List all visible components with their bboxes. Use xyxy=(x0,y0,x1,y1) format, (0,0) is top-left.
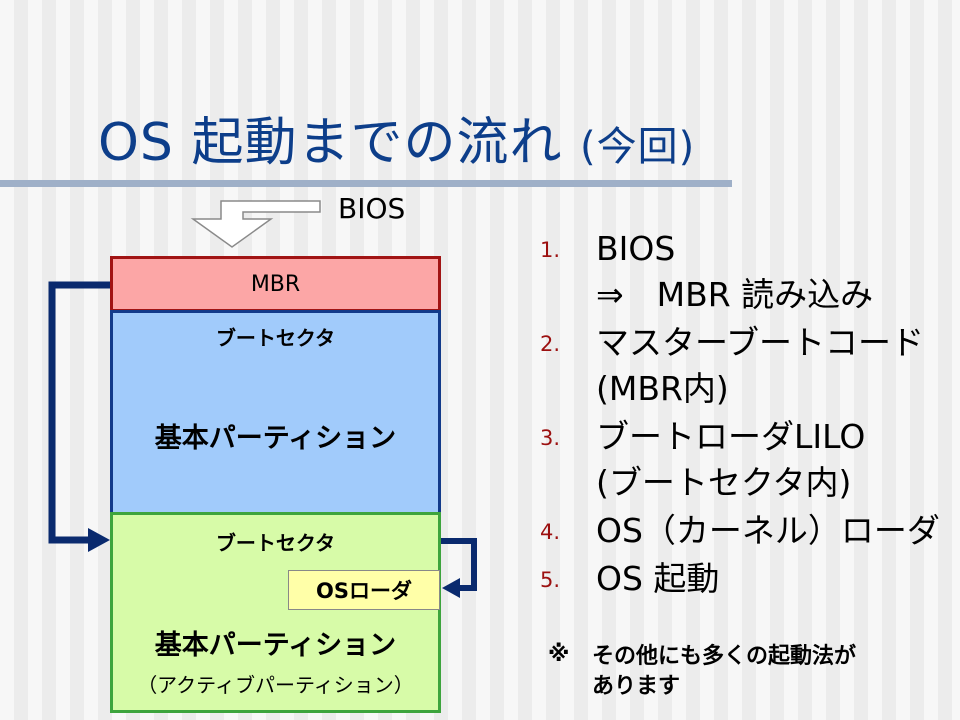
list-item: 4. OS（カーネル）ローダ xyxy=(540,508,950,554)
footnote-line: あります xyxy=(592,674,681,699)
bootsector-to-loader-arrowhead-icon xyxy=(442,578,460,598)
boot-sector-label-2: ブートセクタ xyxy=(215,530,336,555)
boot-sector-label-1: ブートセクタ xyxy=(215,325,336,350)
list-item: 1. BIOS ⇒ MBR 読み込み xyxy=(540,226,950,318)
mbr-to-bootsector-arrowhead-icon xyxy=(88,528,110,552)
step-line: BIOS xyxy=(596,229,676,268)
step-text: BIOS ⇒ MBR 読み込み xyxy=(596,226,873,318)
slide-title-sub: (今回) xyxy=(580,124,696,170)
footnote-line: その他にも多くの起動法が xyxy=(592,644,857,669)
boot-steps-list: 1. BIOS ⇒ MBR 読み込み 2. マスターブートコード (MBR内) … xyxy=(540,226,950,604)
slide-title: OS 起動までの流れ (今回) xyxy=(98,100,695,175)
os-loader-block: OSローダ xyxy=(288,570,440,610)
boot-sector-block-1: ブートセクタ xyxy=(110,310,441,362)
step-line: OS（カーネル）ローダ xyxy=(596,511,940,550)
slide-title-main: OS 起動までの流れ xyxy=(98,113,563,173)
list-item: 2. マスターブートコード (MBR内) xyxy=(540,320,950,412)
basic-partition-block-1: 基本パーティション xyxy=(110,359,441,515)
step-number: 4. xyxy=(540,520,561,544)
step-line: OS 起動 xyxy=(596,559,720,598)
basic-partition-label-1: 基本パーティション xyxy=(154,423,397,454)
mbr-block: MBR xyxy=(110,256,441,312)
step-line: ブートローダLILO xyxy=(596,417,866,456)
bios-arrow-icon xyxy=(190,200,321,248)
step-number: 1. xyxy=(540,238,561,262)
step-number: 3. xyxy=(540,426,561,450)
list-item: 5. OS 起動 xyxy=(540,556,950,602)
step-line: ⇒ MBR 読み込み xyxy=(596,275,874,314)
step-line: (MBR内) xyxy=(596,369,729,408)
basic-partition-label-2: 基本パーティション xyxy=(154,630,397,661)
title-divider xyxy=(0,180,732,187)
active-partition-block: 基本パーティション （アクティブパーティション） xyxy=(110,567,441,713)
mbr-label: MBR xyxy=(250,271,301,297)
footnote: ※ その他にも多くの起動法が あります xyxy=(548,642,856,702)
mbr-to-bootsector-arrow-icon xyxy=(48,281,110,544)
step-line: (ブートセクタ内) xyxy=(596,463,852,502)
step-line: マスターブートコード xyxy=(596,323,925,362)
bios-label: BIOS xyxy=(338,192,406,225)
step-text: マスターブートコード (MBR内) xyxy=(596,320,924,412)
os-loader-label: OSローダ xyxy=(316,579,412,603)
footnote-text: その他にも多くの起動法が あります xyxy=(592,642,856,702)
step-number: 2. xyxy=(540,332,561,356)
step-text: ブートローダLILO (ブートセクタ内) xyxy=(596,414,865,506)
step-text: OS（カーネル）ローダ xyxy=(596,508,940,554)
boot-sector-block-2: ブートセクタ xyxy=(110,512,441,570)
step-text: OS 起動 xyxy=(596,556,719,602)
step-number: 5. xyxy=(540,568,561,592)
bootsector-to-loader-arrow-icon xyxy=(441,538,477,591)
active-partition-note: （アクティブパーティション） xyxy=(137,673,414,697)
reference-mark-icon: ※ xyxy=(548,642,570,667)
list-item: 3. ブートローダLILO (ブートセクタ内) xyxy=(540,414,950,506)
